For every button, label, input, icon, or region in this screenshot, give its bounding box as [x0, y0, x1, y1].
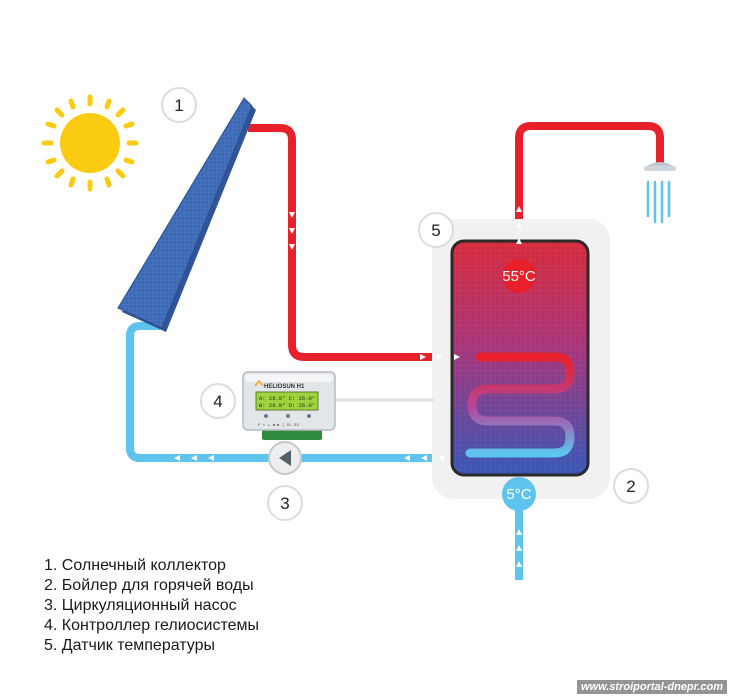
boiler-tank [432, 219, 610, 499]
svg-text:5: 5 [431, 221, 440, 240]
badge-collector: 1 [161, 87, 197, 123]
badge-controller: 4 [200, 383, 236, 419]
flow-arrows [174, 206, 522, 567]
svg-text:1: 1 [174, 96, 183, 115]
hot-outlet-pipe [515, 122, 664, 250]
controller-buttons[interactable] [264, 414, 311, 418]
controller-lcd-line1: A: 26.0° C: 26.0° [259, 395, 315, 402]
circulation-pump [268, 441, 302, 475]
badge-pump: 3 [267, 485, 303, 521]
badge-boiler: 2 [613, 468, 649, 504]
svg-text:3: 3 [280, 494, 289, 513]
solar-collector-icon [117, 97, 256, 332]
legend-item: 2. Бойлер для горячей воды [44, 577, 254, 594]
cold-return-pipe [126, 322, 470, 462]
cold-temperature-label: 5°C [506, 486, 531, 503]
legend: 1. Солнечный коллектор 2. Бойлер для гор… [44, 556, 259, 656]
hot-temperature-sensor: 55°C [502, 259, 536, 293]
hot-temperature-label: 55°C [502, 268, 536, 285]
svg-text:2: 2 [626, 477, 635, 496]
heat-exchanger-coil [465, 352, 575, 458]
hot-supply-pipe [248, 124, 480, 361]
legend-item: 4. Контроллер гелиосистемы [44, 617, 260, 634]
legend-item: 3. Циркуляционный насос [44, 597, 237, 614]
badge-sensor: 5 [418, 212, 454, 248]
legend-item: 5. Датчик температуры [44, 637, 215, 654]
svg-text:4: 4 [213, 392, 222, 411]
sun-icon [41, 94, 139, 192]
pump-arrow-icon [279, 450, 291, 466]
legend-item: 1. Солнечный коллектор [44, 557, 226, 574]
controller: HELIOSUN H1 A: 26.0° C: 26.0° B: 26.0° D… [242, 371, 336, 440]
controller-brand: HELIOSUN H1 [264, 384, 305, 390]
controller-logo-icon [254, 379, 264, 387]
cold-temperature-sensor: 5°C [502, 477, 536, 511]
controller-button-labels: P ▾ ▴ ◀ ▶ │ R1 R2 [258, 422, 299, 428]
watermark: www.stroiportal-dnepr.com [577, 680, 727, 694]
controller-lcd-line2: B: 26.0° D: 26.0° [259, 402, 315, 409]
controller-lcd [255, 391, 319, 411]
shower-icon [644, 162, 676, 224]
